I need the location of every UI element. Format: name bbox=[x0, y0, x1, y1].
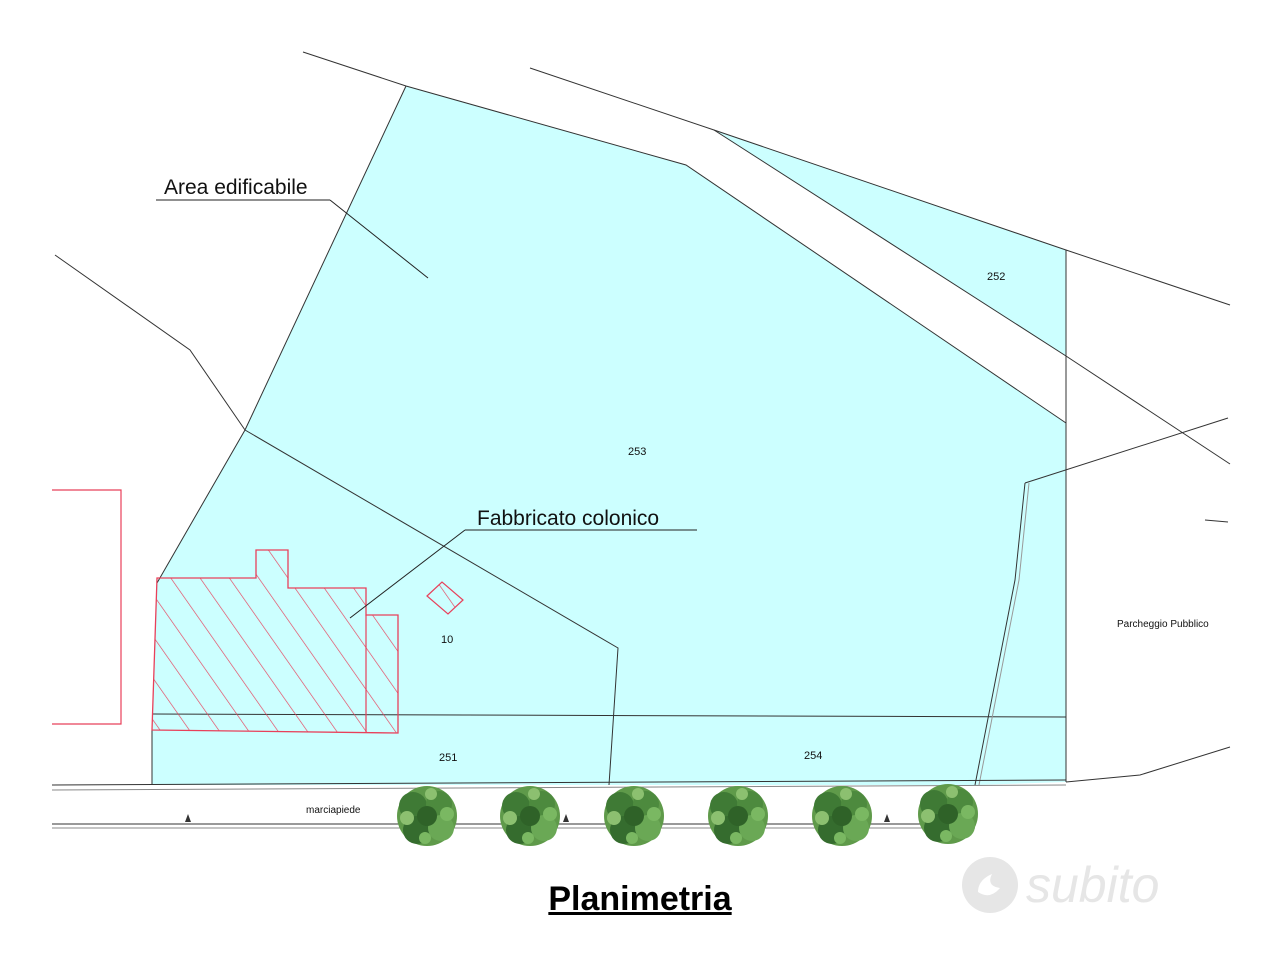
boundary-lines bbox=[51, 51, 1231, 829]
lamp-icon bbox=[884, 814, 890, 822]
label-fabbricato-colonico: Fabbricato colonico bbox=[477, 507, 659, 530]
parcel-number-252: 252 bbox=[987, 271, 1005, 283]
leader-lines bbox=[156, 199, 697, 619]
tree-icon bbox=[812, 786, 872, 846]
parcel-number-10: 10 bbox=[441, 634, 453, 646]
small-outbuilding bbox=[426, 581, 464, 615]
tree-icon bbox=[397, 786, 457, 846]
subito-watermark: subito bbox=[962, 857, 1159, 913]
parcel-number-253: 253 bbox=[628, 446, 646, 458]
tree-icon bbox=[604, 786, 664, 846]
page-title: Planimetria bbox=[548, 880, 732, 918]
lamp-icon bbox=[185, 814, 191, 822]
farmhouse-building bbox=[151, 549, 399, 734]
label-area-edificabile: Area edificabile bbox=[164, 176, 308, 199]
label-marciapiede: marciapiede bbox=[306, 805, 361, 816]
neighbour-building-outline bbox=[52, 489, 122, 725]
tree-icon bbox=[500, 786, 560, 846]
tree-icon bbox=[918, 784, 978, 844]
parcel-253-area bbox=[152, 86, 1066, 785]
label-parcheggio-pubblico: Parcheggio Pubblico bbox=[1117, 619, 1209, 630]
subito-logo-icon bbox=[978, 874, 1000, 896]
lamp-symbols bbox=[185, 814, 890, 822]
tree-icon bbox=[708, 786, 768, 846]
lamp-icon bbox=[563, 814, 569, 822]
parcel-number-254: 254 bbox=[804, 750, 822, 762]
subito-watermark-text: subito bbox=[1026, 857, 1159, 913]
parcel-number-251: 251 bbox=[439, 752, 457, 764]
